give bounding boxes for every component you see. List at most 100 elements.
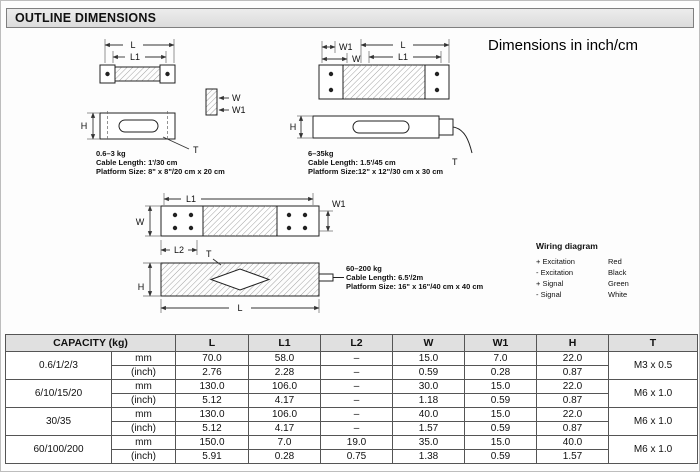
cable-length: Cable Length: 1.5'/45 cm	[308, 158, 396, 167]
bolt-hole	[165, 71, 170, 77]
capacity-cell: 6/10/15/20	[5, 379, 112, 408]
large-loadcell-caption: 60–200 kg Cable Length: 6.5'/2m Platform…	[346, 264, 483, 291]
value-cell: –	[320, 351, 393, 366]
table-row: (inch) 5.91 0.28 0.75 1.38 0.59 1.57	[6, 449, 698, 464]
value-cell: 5.12	[175, 421, 249, 436]
large-top-view	[160, 205, 320, 237]
wiring-terminal: + Excitation	[536, 257, 575, 266]
cable-length: Cable Length: 6.5'/2m	[346, 273, 424, 282]
value-cell: 1.38	[392, 449, 465, 464]
value-cell: 4.17	[248, 421, 321, 436]
units-note: Dimensions in inch/cm	[488, 37, 639, 54]
value-cell: 15.0	[464, 407, 537, 422]
dim-label-T: T	[193, 145, 199, 155]
bolt-hole	[172, 212, 178, 218]
value-cell: 1.57	[392, 421, 465, 436]
dim-label-L1: L1	[130, 52, 140, 62]
cable-length: Cable Length: 1'/30 cm	[96, 158, 178, 167]
bolt-hole	[286, 212, 292, 218]
wiring-color: White	[608, 290, 628, 299]
dimensions-table: CAPACITY (kg) L L1 L2 W W1 H T 0.6/1/2/3…	[5, 334, 698, 464]
col-header-H: H	[536, 334, 609, 352]
large-side-view	[160, 262, 344, 297]
thread-callout-T: T	[452, 157, 458, 167]
value-cell: 0.59	[392, 365, 465, 380]
col-header-T: T	[608, 334, 698, 352]
dim-H: H	[81, 112, 100, 140]
dim-label-L1: L1	[186, 194, 196, 204]
dim-label-L: L	[237, 303, 242, 313]
value-cell: 70.0	[175, 351, 249, 366]
value-cell: 0.28	[464, 365, 537, 380]
small-loadcell-caption: 0.6–3 kg Cable Length: 1'/30 cm Platform…	[96, 149, 225, 176]
platform-size: Platform Size: 8" x 8"/20 cm x 20 cm	[96, 167, 225, 176]
thread-cell: M6 x 1.0	[608, 435, 698, 464]
page-title: OUTLINE DIMENSIONS	[15, 11, 157, 25]
dim-label-L2: L2	[174, 245, 184, 255]
platform-size: Platform Size: 16" x 16"/40 cm x 40 cm	[346, 282, 484, 291]
outline-drawings: L L1 W W1	[81, 39, 473, 313]
bolt-hole	[286, 225, 292, 231]
medium-loadcell-drawing: W1 W L L1	[290, 39, 473, 167]
value-cell: 0.59	[464, 393, 537, 408]
unit-cell: mm	[111, 379, 176, 394]
cable	[452, 126, 473, 154]
section-header: OUTLINE DIMENSIONS	[6, 8, 694, 28]
table-row: 0.6/1/2/3 mm 70.0 58.0 – 15.0 7.0 22.0 M…	[5, 351, 698, 380]
col-header-L2: L2	[320, 334, 393, 352]
value-cell: 2.28	[248, 365, 321, 380]
dim-label-L1: L1	[398, 52, 408, 62]
value-cell: 4.17	[248, 393, 321, 408]
small-front-view	[99, 111, 176, 141]
dim-label-H: H	[138, 282, 145, 292]
medium-side-view	[312, 115, 473, 154]
value-cell: 2.76	[175, 365, 249, 380]
value-cell: 130.0	[175, 379, 249, 394]
wiring-row: + Signal Green	[536, 278, 629, 289]
capacity-range: 0.6–3 kg	[96, 149, 126, 158]
value-cell: 0.75	[320, 449, 393, 464]
capacity-cell: 30/35	[5, 407, 112, 436]
col-header-W1: W1	[464, 334, 537, 352]
dim-label-L: L	[130, 40, 135, 50]
value-cell: 150.0	[175, 435, 249, 450]
value-cell: 40.0	[536, 435, 609, 450]
bolt-hole	[328, 71, 334, 77]
wiring-color: Red	[608, 257, 622, 266]
large-loadcell-drawing: L1 W	[136, 193, 346, 313]
thread-cell: M6 x 1.0	[608, 407, 698, 436]
bolt-hole	[434, 87, 440, 93]
bolt-hole	[188, 212, 194, 218]
dim-L1: L1	[368, 51, 442, 63]
dim-label-W1: W1	[332, 199, 346, 209]
cable-gland	[318, 273, 334, 282]
value-cell: 106.0	[248, 407, 321, 422]
dim-W: W	[321, 53, 361, 64]
dim-label-T: T	[206, 249, 212, 259]
table-row: 6/10/15/20 mm 130.0 106.0 – 30.0 15.0 22…	[5, 379, 698, 408]
wiring-diagram: Wiring diagram + Excitation Red - Excita…	[536, 241, 629, 300]
value-cell: 1.57	[536, 449, 609, 464]
thread-cell: M3 x 0.5	[608, 351, 698, 380]
value-cell: –	[320, 407, 393, 422]
table-row: 30/35 mm 130.0 106.0 – 40.0 15.0 22.0 M6…	[5, 407, 698, 436]
small-end-view: W W1	[205, 88, 246, 116]
dim-label-H: H	[81, 121, 88, 131]
wiring-terminal: - Signal	[536, 290, 562, 299]
value-cell: 15.0	[392, 351, 465, 366]
dim-W: W	[136, 205, 161, 237]
dim-L2: L2	[160, 240, 198, 255]
value-cell: 0.87	[536, 393, 609, 408]
dim-label-W: W	[232, 93, 241, 103]
col-header-L: L	[175, 334, 249, 352]
value-cell: 22.0	[536, 407, 609, 422]
unit-cell: mm	[111, 407, 176, 422]
value-cell: 130.0	[175, 407, 249, 422]
dim-L1: L1	[163, 193, 314, 205]
dim-label-W1: W1	[339, 42, 353, 52]
wiring-terminal: - Excitation	[536, 268, 574, 277]
capacity-range: 60–200 kg	[346, 264, 382, 273]
value-cell: 5.12	[175, 393, 249, 408]
bolt-hole	[302, 212, 308, 218]
